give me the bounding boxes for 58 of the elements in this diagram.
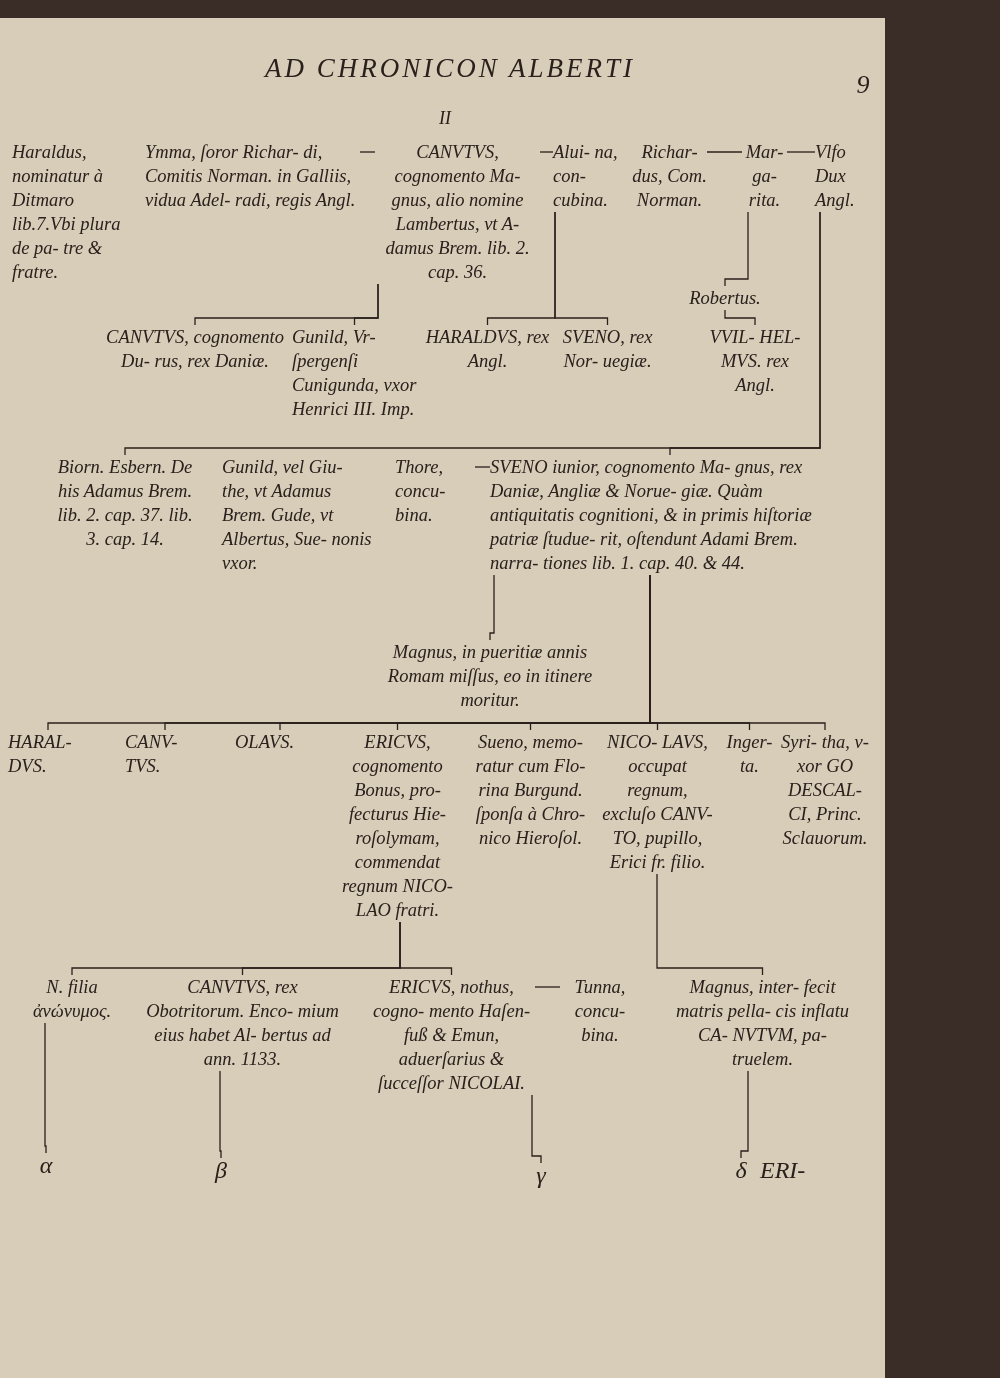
reference-letter: γ [530,1163,552,1187]
genealogy-entry: OLAVS. [235,730,325,754]
genealogy-entry: HARALDVS, rex Angl. [425,325,550,373]
catchword: ERI- [760,1158,807,1182]
reference-letter: β [210,1158,232,1182]
connector-line [554,211,609,326]
connector-line [649,574,826,731]
connector-line [669,211,821,456]
genealogy-entry: Tunna, concu- bina. [560,975,640,1047]
connector-line [539,151,554,153]
genealogy-entry: CANVTVS, cognomento Du- rus, rex Daniæ. [100,325,290,373]
genealogy-entry: Inger- ta. [722,730,777,778]
genealogy-entry: Gunild, Vr- ſpergenſi Cunigunda, vxor Henrici III. Imp. [292,325,417,421]
genealogy-entry: NICO- LAVS, occupat regnum, excluſo CANV- TO, pupillo, Erici fr. filio. [600,730,715,874]
genealogy-entry: HARAL- DVS. [8,730,88,778]
genealogy-entry: Alui- na, con- cubina. [553,140,618,212]
genealogy-entry: Magnus, in pueritiæ annis Romam miſſus, eo in itinere moritur. [380,640,600,712]
genealogy-entry: VVIL- HEL- MVS. rex Angl. [705,325,805,397]
connector-line [359,151,376,153]
connector-line [656,873,764,976]
genealogy-entry: ERICVS, nothus, cogno- mento Haſen- fuß & Emun, aduerſarius & ſucceſſor NICOLAI. [368,975,535,1095]
genealogy-entry: Magnus, inter- fecit matris pella- cis inflatu CA- NVTVM, pa- truelem. [670,975,855,1071]
genealogy-entry: Ymma, ſoror Richar- di, Comitis Norman. in Galliis, vidua Adel- radi, regis Angl. [145,140,360,212]
genealogy-entry: SVENO iunior, cognomento Ma- gnus, rex Daniæ, Angliæ & Norue- giæ. Quàm antiquitatis cognitioni, & in primis hiſtoriæ patriæ ſtudue- rit, oſtendunt Adami Brem. narra- tiones lib. 1. cap. 40. & 44. [490,455,850,575]
genealogy-entry: Gunild, vel Giu- the, vt Adamus Brem. Gude, vt Albertus, Sue- nonis vxor. [222,455,372,575]
section-number: II [438,107,453,130]
page-number: 9 [855,73,871,97]
genealogy-entry: ERICVS, cognomento Bonus, pro- fecturus Hie- roſolymam, commendat regnum NICO- LAO fratri. [335,730,460,922]
connector-line [219,1070,222,1159]
genealogy-entry: Syri- tha, v- xor GO DESCAL- CI, Princ. Sclauorum. [780,730,870,850]
connector-line [706,151,743,153]
connector-line [399,921,453,976]
genealogy-entry: Robertus. [680,286,770,310]
genealogy-entry: Mar- ga- rita. [742,140,787,212]
connector-line [724,211,749,287]
reference-letter: α [35,1153,57,1177]
page-heading: AD CHRONICON ALBERTI [262,56,636,80]
connector-line [740,1070,749,1159]
genealogy-entry: CANV- TVS. [125,730,205,778]
genealogy-entry: Richar- dus, Com. Norman. [632,140,707,212]
genealogy-entry: Vlfo Dux Angl. [815,140,873,212]
connector-line [534,986,561,988]
connector-line [474,466,491,468]
genealogy-entry: CANVTVS, rex Obotritorum. Enco- mium eius habet Al- bertus ad ann. 1133. [140,975,345,1071]
reference-letter: δ [730,1158,752,1182]
connector-line [724,309,756,326]
genealogy-entry: Biorn. Esbern. De his Adamus Brem. lib. 2. cap. 37. lib. 3. cap. 14. [50,455,200,551]
connector-line [531,1094,542,1164]
genealogy-entry: N. filia ἀνώνυμος. [22,975,122,1023]
connector-line [353,283,379,326]
connector-line [489,574,495,641]
genealogy-entry: CANVTVS, cognomento Ma- gnus, alio nomine Lambertus, vt A- damus Brem. lib. 2. cap. 36. [375,140,540,284]
genealogy-entry: SVENO, rex Nor- uegiæ. [560,325,655,373]
genealogy-entry: Sueno, memo- ratur cum Flo- rina Burgund. ſponſa à Chro- nico Hieroſol. [468,730,593,850]
connector-line [786,151,816,153]
genealogy-entry: Haraldus, nominatur à Ditmaro lib.7.Vbi plura de pa- tre & fratre. [12,140,137,284]
connector-line [44,1022,47,1154]
genealogy-entry: Thore, concu- bina. [395,455,475,527]
